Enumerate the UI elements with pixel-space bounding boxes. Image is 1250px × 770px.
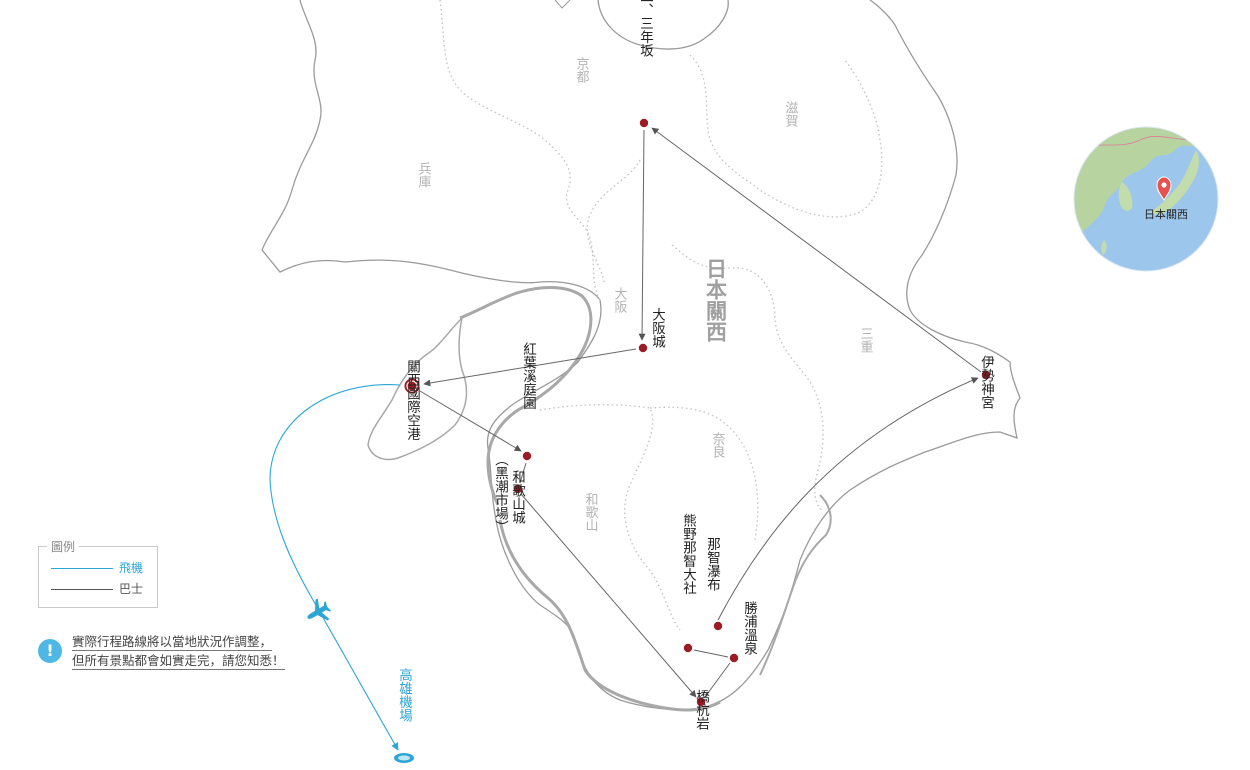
awaji-island	[367, 315, 468, 461]
notice-line-2: 但所有景點都會如實走完，請您知悉！	[72, 653, 285, 670]
notice-line-1: 實際行程路線將以當地狀況作調整，	[72, 634, 273, 651]
route-ise-kiyomizu	[651, 127, 982, 373]
place-label-kuroshio: （黑潮市場）	[492, 453, 509, 534]
kansai-coastline	[261, 0, 1021, 711]
place-label-kaohsiung: 高雄機場	[396, 667, 413, 723]
marker-kumano	[683, 643, 693, 653]
region-label-wakayama: 和歌山	[583, 493, 599, 532]
route-osaka-airport	[423, 348, 637, 387]
route-wakayama-hashikui	[520, 493, 697, 698]
region-label-shiga: 滋賀	[783, 101, 799, 127]
place-label-nachi-falls: 那智瀑布	[704, 537, 721, 592]
kii-south-coast	[498, 519, 721, 712]
marker-katsuura	[729, 653, 739, 663]
route-momiji-wakayama	[519, 462, 527, 484]
airplane-icon	[307, 598, 332, 621]
marker-nachi-falls	[713, 621, 723, 631]
place-label-momiji: 紅葉溪庭園	[520, 342, 537, 410]
bus-routes	[419, 127, 982, 698]
globe-japan	[1150, 150, 1199, 215]
place-label-wakayama-castle: 和歌山城	[509, 470, 526, 526]
flight-route	[269, 384, 401, 751]
route-hashikui-katsuura	[704, 662, 731, 698]
inset-globe: 日本關西	[1073, 126, 1219, 272]
legend-row-plane: 飛機	[51, 561, 155, 575]
region-label-nara: 奈良	[710, 432, 726, 458]
route-katsuura-kumano	[693, 649, 729, 658]
info-exclamation-icon: !	[38, 639, 62, 663]
plane-line-swatch	[51, 568, 113, 569]
marker-ise	[981, 370, 991, 380]
place-markers	[513, 118, 991, 707]
bus-line-swatch	[51, 589, 113, 590]
legend-label-bus: 巴士	[119, 582, 144, 596]
legend-label-plane: 飛機	[119, 561, 144, 575]
place-label-kiyomizu: 清水二、三年坂	[637, 0, 654, 58]
region-label-kyoto: 京都	[574, 57, 590, 83]
legend-row-bus: 巴士	[51, 582, 155, 596]
place-label-kansai-airport: 關西國際空港	[404, 360, 421, 441]
map-title: 日本關西	[704, 258, 729, 342]
osaka-bay-shore	[459, 285, 593, 506]
kyoto-coast	[597, 0, 729, 50]
place-label-kumano: 熊野那智大社	[680, 513, 697, 595]
place-label-osaka-castle: 大阪城	[649, 308, 666, 350]
kansai-airport-marker-ring	[406, 380, 418, 392]
legend: 圖例 飛機 巴士	[38, 538, 158, 608]
marker-hashikui	[696, 697, 706, 707]
kii-east-coast	[759, 494, 832, 676]
prefecture-borders	[439, 0, 883, 631]
marker-osaka-castle	[638, 343, 648, 353]
kaohsiung-airport-marker-inner	[398, 755, 410, 761]
globe-label: 日本關西	[1144, 207, 1188, 221]
place-label-katsuura: 勝浦溫泉	[741, 601, 758, 656]
place-label-hashikui: 橋杭岩	[693, 690, 710, 731]
region-label-osaka: 大阪	[612, 287, 628, 314]
shore-fragment	[554, 0, 571, 9]
location-pin-icon	[1156, 176, 1172, 201]
marker-wakayama-castle	[513, 484, 523, 494]
region-label-hyogo: 兵庫	[416, 162, 432, 188]
globe-korea	[1118, 182, 1133, 211]
globe-continent	[1074, 127, 1218, 240]
region-label-mie: 三重	[858, 327, 874, 353]
route-nachi-ise	[717, 377, 979, 621]
legend-title: 圖例	[47, 538, 80, 555]
place-label-ise: 伊勢神宮	[978, 355, 995, 410]
globe-taiwan	[1101, 240, 1107, 255]
marker-kiyomizu	[639, 118, 649, 128]
marker-momiji	[522, 451, 532, 461]
route-kiyomizu-osaka	[638, 129, 646, 341]
route-airport-momiji	[419, 390, 522, 452]
route-notice: ! 實際行程路線將以當地狀況作調整， 但所有景點都會如實走完，請您知悉！	[38, 634, 338, 674]
